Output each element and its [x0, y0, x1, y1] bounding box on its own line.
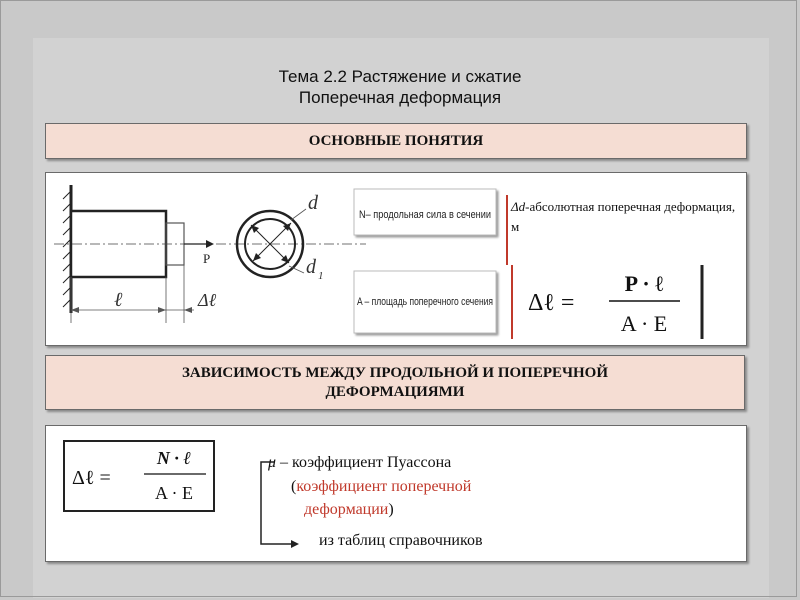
- n-definition-box: [353, 188, 497, 236]
- n-definition: N– продольная сила в сечении: [359, 209, 491, 221]
- mu-description: – коэффициент Пуассона: [276, 454, 452, 471]
- delta-d-symbol: Δd: [511, 199, 526, 214]
- mu-symbol: μ: [268, 454, 277, 471]
- formula2-numerator: N · ℓ: [156, 448, 191, 468]
- reference-source: из таблиц справочников: [319, 532, 483, 549]
- a-definition-box: [353, 270, 497, 334]
- poisson-coefficient: μ – коэффициент Пуассона: [268, 452, 451, 474]
- formula1-lhs: Δℓ =: [528, 290, 574, 316]
- open-paren: (: [291, 478, 297, 495]
- title-line-2: Поперечная деформация: [298, 88, 502, 107]
- poisson-panel: Δℓ = N · ℓ A · E μ – коэффициент Пуассон…: [45, 425, 747, 562]
- formula1-box: [516, 265, 700, 339]
- transverse-coefficient-line-1: коэффициент поперечной: [296, 478, 472, 495]
- elongation-dim-arrow: [184, 307, 192, 313]
- absolute-transverse-deformation: Δd-абсолютная поперечная деформация, м: [511, 197, 746, 237]
- title-line-1: Тема 2.2 Растяжение и сжатие: [278, 67, 522, 86]
- section-heading-basic-concepts: ОСНОВНЫЕ ПОНЯТИЯ: [45, 123, 747, 159]
- bracket-arrowhead: [291, 540, 299, 548]
- outer-diameter-label: d: [308, 192, 319, 214]
- dependency-heading-line-1: ЗАВИСИМОСТЬ МЕЖДУ ПРОДОЛЬНОЙ И ПОПЕРЕЧНО…: [181, 365, 609, 381]
- formula2-lhs: Δℓ =: [72, 467, 111, 489]
- slide-title: Тема 2.2 Растяжение и сжатие Поперечная …: [0, 66, 800, 108]
- length-dim-arrow-right: [158, 307, 166, 313]
- transverse-coefficient-line-2: деформации: [304, 501, 389, 518]
- dependency-heading-line-2: ДЕФОРМАЦИЯМИ: [325, 384, 465, 400]
- force-label: P: [203, 251, 210, 266]
- poisson-graphics: Δℓ = N · ℓ A · E: [63, 440, 299, 548]
- a-definition: A – площадь поперечного сечения: [357, 296, 493, 308]
- elongation-label: Δℓ: [197, 290, 217, 310]
- inner-diameter-subscript: 1: [318, 270, 324, 282]
- formula1-denominator: A · E: [621, 311, 667, 336]
- close-paren: ): [388, 501, 394, 518]
- inner-diameter-label: d: [306, 256, 317, 278]
- bracket-connector: [260, 461, 291, 545]
- transverse-coefficient-note-2: деформации): [304, 499, 394, 521]
- delta-d-description: -абсолютная поперечная деформация, м: [511, 199, 736, 234]
- concepts-panel: P ℓ Δℓ d: [45, 172, 747, 346]
- section-heading-dependency: ЗАВИСИМОСТЬ МЕЖДУ ПРОДОЛЬНОЙ И ПОПЕРЕЧНО…: [45, 355, 745, 410]
- length-label: ℓ: [114, 289, 123, 311]
- transverse-coefficient-note: (коэффициент поперечной: [291, 476, 471, 498]
- length-dim-arrow-left: [71, 307, 79, 313]
- force-arrowhead: [206, 240, 214, 248]
- formula2-box: [63, 440, 215, 512]
- tension-diagram: P ℓ Δℓ d: [54, 185, 704, 339]
- cross-section: [235, 208, 307, 279]
- formula2-denominator: A · E: [155, 483, 193, 503]
- formula1-numerator: P · ℓ: [625, 271, 664, 296]
